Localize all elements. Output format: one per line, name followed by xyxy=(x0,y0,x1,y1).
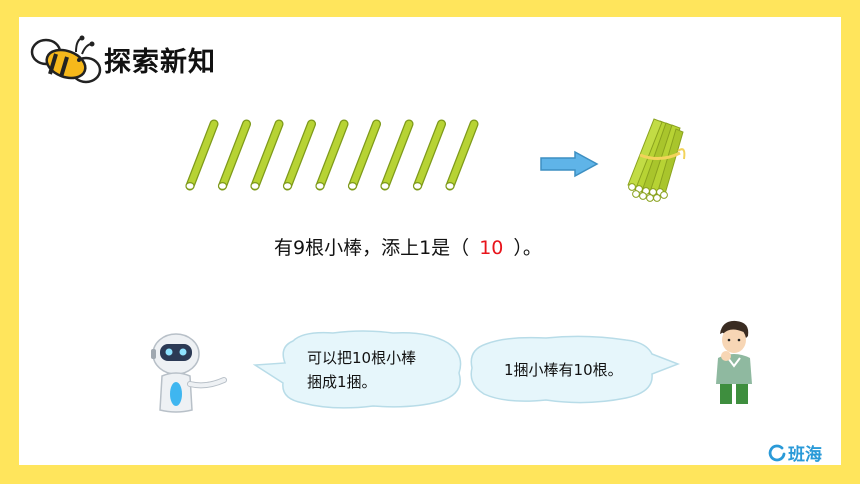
stick xyxy=(347,119,381,191)
brand-logo: 班海 xyxy=(768,440,822,465)
stick xyxy=(217,119,251,191)
stick xyxy=(412,119,446,191)
sentence-prefix: 有9根小棒，添上1是（ xyxy=(274,237,470,259)
stick xyxy=(282,119,316,191)
boy-speech-text: 1捆小棒有10根。 xyxy=(504,361,623,379)
stick xyxy=(445,119,479,191)
stick-bundle-icon xyxy=(627,118,686,202)
robot-speech-line-2: 捆成1捆。 xyxy=(307,373,377,391)
robot-speech-text: 可以把10根小棒 捆成1捆。 xyxy=(307,346,416,394)
stick xyxy=(185,119,219,191)
robot-speech-bubble: 可以把10根小棒 捆成1捆。 xyxy=(252,329,468,415)
question-sentence: 有9根小棒，添上1是（ 10 ）。 xyxy=(274,233,542,260)
brand-logo-icon xyxy=(768,444,786,461)
right-arrow-icon xyxy=(540,150,599,178)
robot-speech-line-1: 可以把10根小棒 xyxy=(307,349,417,367)
stick xyxy=(250,119,284,191)
boy-speech-bubble: 1捆小棒有10根。 xyxy=(466,334,681,410)
answer-value: 10 xyxy=(479,237,504,259)
bee-icon xyxy=(30,35,102,84)
robot-avatar xyxy=(151,333,227,413)
brand-logo-text: 班海 xyxy=(788,445,822,465)
sentence-suffix: ）。 xyxy=(513,237,542,259)
page-title: 探索新知 xyxy=(104,47,216,78)
stick xyxy=(380,119,414,191)
stick xyxy=(315,119,349,191)
boy-avatar xyxy=(716,320,752,404)
sticks-group xyxy=(185,119,479,191)
